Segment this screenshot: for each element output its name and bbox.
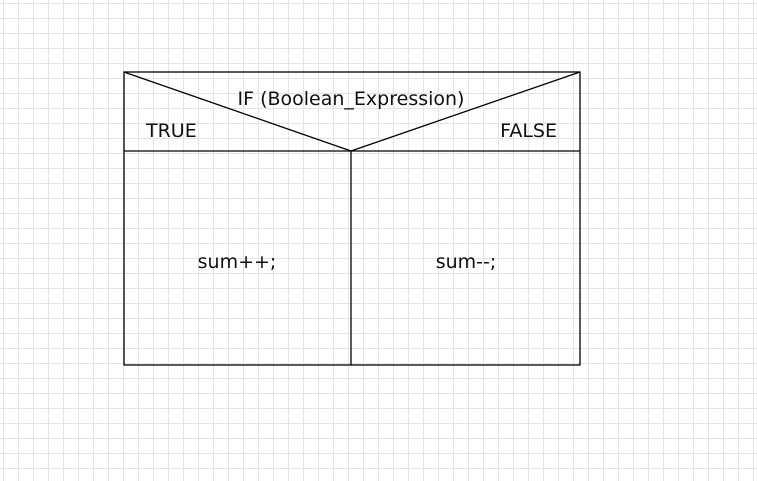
true-branch-statement: sum++;	[198, 251, 277, 273]
true-diagonal-line	[123, 71, 352, 152]
false-diagonal-line	[350, 71, 581, 152]
structure-outline	[123, 71, 581, 366]
true-label: TRUE	[145, 120, 197, 142]
false-label: FALSE	[500, 120, 557, 142]
false-branch-statement: sum--;	[436, 251, 497, 273]
condition-label: IF (Boolean_Expression)	[238, 88, 465, 110]
if-structure	[123, 71, 581, 366]
